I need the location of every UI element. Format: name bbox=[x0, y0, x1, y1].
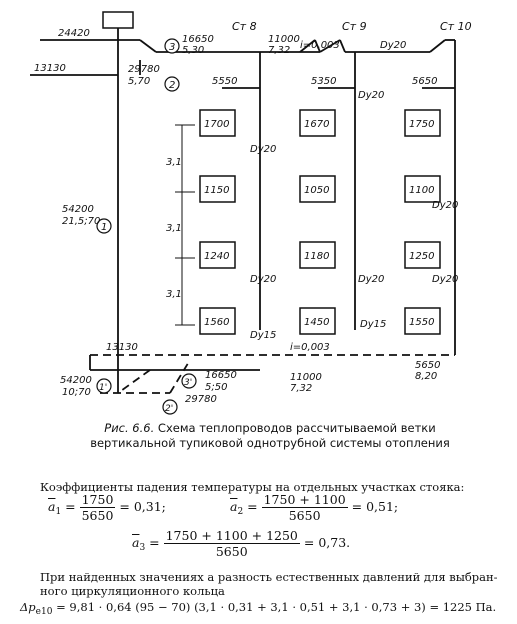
return-16650: 16650 bbox=[205, 370, 237, 381]
radiator-label: 1180 bbox=[304, 251, 329, 262]
radiator bbox=[199, 307, 236, 335]
circle-1p: 1' bbox=[99, 383, 107, 393]
label-13130-top: 13130 bbox=[34, 63, 66, 74]
radiator bbox=[199, 109, 236, 137]
radiator-label: 1750 bbox=[409, 119, 434, 130]
label-29780: 29780 bbox=[128, 64, 160, 75]
riser-label-st10: Ст 10 bbox=[440, 20, 472, 33]
return-29780: 29780 bbox=[185, 394, 217, 405]
return-820: 8,20 bbox=[415, 371, 437, 382]
radiator-label: 1550 bbox=[409, 317, 434, 328]
return-dy15-left: Dy15 bbox=[250, 330, 276, 341]
section-marker-3 bbox=[164, 38, 180, 54]
section-marker-1p bbox=[96, 378, 112, 394]
bottom-left-label-1: 54200 bbox=[60, 375, 92, 386]
radiator-label: 1050 bbox=[304, 185, 329, 196]
circle-2: 2 bbox=[169, 80, 175, 91]
radiator-label: 1670 bbox=[304, 119, 329, 130]
return-732: 7,32 bbox=[290, 383, 312, 394]
expansion-tank bbox=[102, 11, 134, 29]
label-732-top: 7,32 bbox=[268, 45, 290, 56]
circle-2p: 2' bbox=[165, 404, 173, 414]
figure-number: Рис. 6.6. bbox=[104, 421, 155, 435]
figure-caption-text: Схема теплопроводов рассчитываемой ветки… bbox=[90, 421, 450, 450]
radiator-label: 1240 bbox=[204, 251, 229, 262]
riser-dy2-st9: Dy20 bbox=[358, 274, 384, 285]
riser-dy-st8: Dy20 bbox=[250, 144, 276, 155]
radiator bbox=[299, 307, 336, 335]
radiator bbox=[299, 109, 336, 137]
section-marker-2 bbox=[164, 76, 180, 92]
return-5650: 5650 bbox=[415, 360, 440, 371]
main-riser-label-1: 54200 bbox=[62, 204, 94, 215]
section-marker-1 bbox=[96, 218, 112, 234]
radiator bbox=[404, 307, 441, 335]
radiator-label: 1150 bbox=[204, 185, 229, 196]
riser-dy-st9: Dy20 bbox=[358, 90, 384, 101]
riser-top-st9: 5350 bbox=[311, 76, 336, 87]
radiator bbox=[299, 241, 336, 269]
radiator-label: 1450 bbox=[304, 317, 329, 328]
radiator bbox=[404, 241, 441, 269]
riser-dy2-st8: Dy20 bbox=[250, 274, 276, 285]
riser-dy-st10: Dy20 bbox=[432, 200, 458, 211]
section-marker-3p bbox=[181, 373, 197, 389]
return-13130: 13130 bbox=[106, 342, 138, 353]
dim-1: 3,1 bbox=[166, 157, 182, 168]
radiator bbox=[404, 109, 441, 137]
radiator bbox=[404, 175, 441, 203]
figure-caption: Рис. 6.6. Схема теплопроводов рассчитыва… bbox=[60, 421, 480, 451]
formula-pressure: Δpe10 = 9,81 · 0,64 (95 − 70) (3,1 · 0,3… bbox=[20, 600, 497, 617]
return-550: 5;50 bbox=[205, 382, 227, 393]
label-530: 5,30 bbox=[182, 45, 204, 56]
radiator-label: 1250 bbox=[409, 251, 434, 262]
main-riser-label-2: 21,5;70 bbox=[62, 216, 100, 227]
circle-3p: 3' bbox=[184, 378, 192, 388]
return-slope: i=0,003 bbox=[290, 342, 330, 353]
paragraph-coefficients: Коэффициенты падения температуры на отде… bbox=[40, 480, 465, 494]
label-16650: 16650 bbox=[182, 34, 214, 45]
return-dy15-right: Dy15 bbox=[360, 319, 386, 330]
riser-dy2-st10: Dy20 bbox=[432, 274, 458, 285]
radiator bbox=[199, 175, 236, 203]
dim-3: 3,1 bbox=[166, 289, 182, 300]
label-570: 5,70 bbox=[128, 76, 150, 87]
riser-label-st8: Ст 8 bbox=[232, 20, 257, 33]
radiator bbox=[199, 241, 236, 269]
radiator-label: 1100 bbox=[409, 185, 434, 196]
heating-scheme-diagram: 24420 13130 29780 5,70 16650 5,30 11000 … bbox=[30, 11, 472, 415]
circle-1: 1 bbox=[101, 222, 107, 233]
section-marker-2p bbox=[162, 399, 178, 415]
radiator-label: 1560 bbox=[204, 317, 229, 328]
paragraph-pressure: При найденных значениях a разность естес… bbox=[40, 570, 498, 598]
return-11000: 11000 bbox=[290, 372, 322, 383]
radiator bbox=[299, 175, 336, 203]
radiator-label: 1700 bbox=[204, 119, 229, 130]
riser-top-st8: 5550 bbox=[212, 76, 237, 87]
bottom-left-label-2: 10;70 bbox=[62, 387, 91, 398]
label-tank-value: 24420 bbox=[58, 28, 90, 39]
circle-3: 3 bbox=[169, 42, 175, 53]
riser-label-st9: Ст 9 bbox=[342, 20, 367, 33]
label-slope-top: i=0,003 bbox=[300, 40, 340, 51]
dim-2: 3,1 bbox=[166, 223, 182, 234]
label-dy20-top: Dy20 bbox=[380, 40, 406, 51]
label-11000-top: 11000 bbox=[268, 34, 300, 45]
riser-top-st10: 5650 bbox=[412, 76, 437, 87]
